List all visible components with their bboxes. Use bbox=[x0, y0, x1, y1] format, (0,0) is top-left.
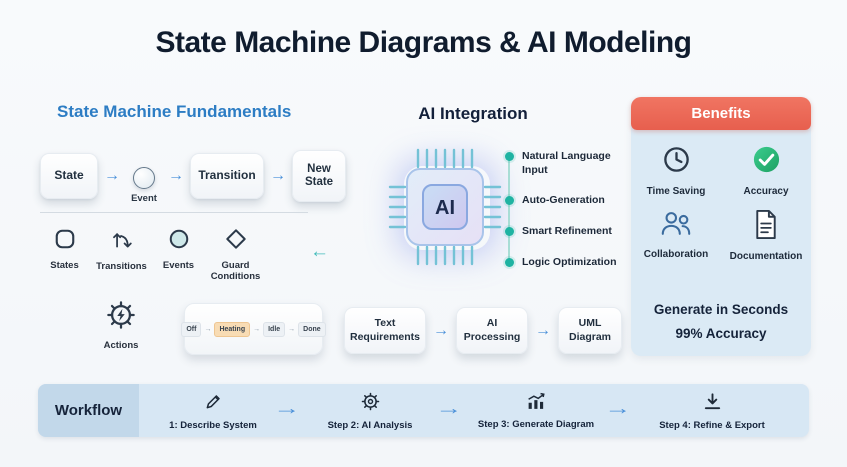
state-node: State bbox=[40, 153, 98, 199]
ai-chip-icon: AI bbox=[388, 148, 502, 266]
events-icon bbox=[168, 228, 190, 255]
feature-label: Logic Optimization bbox=[522, 256, 617, 268]
bullet-dot-icon bbox=[505, 258, 514, 267]
arrow-right-icon: → bbox=[104, 167, 120, 184]
legend-item-states: States bbox=[36, 228, 93, 283]
arrow-right-icon: → bbox=[288, 325, 296, 333]
arrow-right-icon: → bbox=[273, 398, 301, 418]
legend-label: States bbox=[50, 260, 79, 271]
event-node: Event bbox=[126, 166, 162, 204]
state-flow-diagram: State → Event → Transition → New State bbox=[40, 150, 346, 204]
download-icon bbox=[703, 392, 722, 416]
arrow-right-icon: → bbox=[433, 321, 449, 339]
arrow-right-icon: → bbox=[270, 167, 286, 184]
benefit-label: Accuracy bbox=[743, 186, 789, 197]
ai-feature-item: Smart Refinement bbox=[505, 225, 633, 239]
actions-label: Actions bbox=[103, 340, 139, 351]
event-circle-icon bbox=[133, 166, 155, 189]
arrow-right-icon: → bbox=[604, 398, 632, 418]
mini-state: Off bbox=[181, 321, 202, 337]
check-icon bbox=[751, 144, 782, 180]
feature-label: Smart Refinement bbox=[522, 225, 612, 237]
benefit-label: Time Saving bbox=[646, 186, 706, 197]
benefit-label: Collaboration bbox=[643, 249, 709, 260]
workflow-label: Workflow bbox=[38, 384, 139, 437]
arrow-right-icon: → bbox=[435, 398, 463, 418]
bullet-dot-icon bbox=[505, 152, 514, 161]
guard-conditions-icon bbox=[225, 228, 247, 255]
pipeline-step: Text Requirements bbox=[344, 307, 426, 354]
feature-label: Auto-Generation bbox=[522, 194, 605, 206]
people-icon bbox=[659, 209, 693, 243]
transitions-icon bbox=[110, 228, 133, 256]
bullet-dot-icon bbox=[505, 227, 514, 236]
mini-state: Idle bbox=[263, 321, 286, 337]
legend-item-transitions: Transitions bbox=[93, 228, 150, 283]
benefits-heading: Benefits bbox=[631, 97, 811, 130]
fundamentals-heading: State Machine Fundamentals bbox=[57, 102, 292, 121]
benefit-item-time-saving: Time Saving bbox=[635, 144, 717, 197]
pipeline-step: UML Diagram bbox=[558, 307, 622, 354]
section-divider bbox=[40, 212, 308, 213]
workflow-step-2: Step 2: AI Analysis bbox=[300, 392, 440, 431]
bullet-dot-icon bbox=[505, 196, 514, 205]
arrow-right-icon: → bbox=[253, 325, 261, 333]
document-icon bbox=[753, 209, 779, 245]
pencil-icon bbox=[204, 392, 223, 416]
ai-feature-item: Logic Optimization bbox=[505, 256, 633, 270]
legend-label: Transitions bbox=[96, 261, 147, 272]
feature-label: Natural Language Input bbox=[522, 150, 611, 176]
benefit-item-accuracy: Accuracy bbox=[725, 144, 807, 197]
chart-icon bbox=[526, 392, 547, 415]
clock-icon bbox=[661, 144, 692, 180]
event-label: Event bbox=[131, 192, 157, 204]
legend-label: Guard Conditions bbox=[210, 260, 261, 283]
ai-pipeline: Text Requirements → AI Processing → UML … bbox=[344, 307, 622, 354]
workflow-step-label: Step 3: Generate Diagram bbox=[477, 419, 595, 430]
mini-state: Done bbox=[298, 321, 326, 337]
transition-node: Transition bbox=[190, 153, 264, 199]
workflow-step-label: Step 2: AI Analysis bbox=[327, 420, 413, 431]
benefit-label: Documentation bbox=[729, 251, 803, 262]
legend-label: Events bbox=[162, 260, 195, 271]
workflow-step-3: Step 3: Generate Diagram bbox=[466, 392, 606, 430]
page-title: State Machine Diagrams & AI Modeling bbox=[155, 26, 693, 59]
benefits-footer-line2: 99% Accuracy bbox=[675, 326, 767, 342]
ai-feature-item: Auto-Generation bbox=[505, 194, 633, 208]
workflow-step-1: 1: Describe System bbox=[143, 392, 283, 431]
ai-chip-label: AI bbox=[435, 197, 455, 219]
arrow-right-icon: → bbox=[535, 321, 551, 339]
new-state-node: New State bbox=[292, 150, 346, 202]
arrow-left-icon: ← bbox=[310, 241, 329, 262]
ai-feature-item: Natural Language Input bbox=[505, 150, 633, 177]
mini-state-machine-example: Off → Heating → Idle → Done bbox=[181, 303, 326, 355]
benefits-grid: Time Saving Accuracy Collaboration Docum… bbox=[631, 144, 811, 262]
pipeline-step: AI Processing bbox=[456, 307, 528, 354]
workflow-step-label: 1: Describe System bbox=[169, 420, 257, 431]
benefits-footer-line1: Generate in Seconds bbox=[653, 302, 789, 317]
states-icon bbox=[54, 228, 76, 255]
arrow-right-icon: → bbox=[168, 167, 184, 184]
arrow-right-icon: → bbox=[204, 325, 212, 333]
feature-connector-line bbox=[508, 160, 510, 264]
gear-icon bbox=[361, 392, 380, 416]
ai-integration-heading: AI Integration bbox=[418, 104, 528, 123]
workflow-step-label: Step 4: Refine & Export bbox=[659, 420, 765, 431]
legend-item-actions: Actions bbox=[93, 300, 149, 351]
workflow-band bbox=[38, 384, 809, 437]
workflow-step-4: Step 4: Refine & Export bbox=[642, 392, 782, 431]
benefit-item-documentation: Documentation bbox=[725, 209, 807, 262]
mini-state-highlighted: Heating bbox=[214, 321, 251, 337]
benefits-footer: Generate in Seconds 99% Accuracy bbox=[631, 298, 811, 347]
legend-item-guard-conditions: Guard Conditions bbox=[207, 228, 264, 283]
benefits-panel: Benefits Time Saving Accuracy Collaborat… bbox=[631, 97, 811, 356]
gear-bolt-icon bbox=[106, 300, 136, 335]
legend-item-events: Events bbox=[150, 228, 207, 283]
benefit-item-collaboration: Collaboration bbox=[635, 209, 717, 262]
notation-legend: States Transitions Events Guard Conditio… bbox=[36, 228, 264, 283]
